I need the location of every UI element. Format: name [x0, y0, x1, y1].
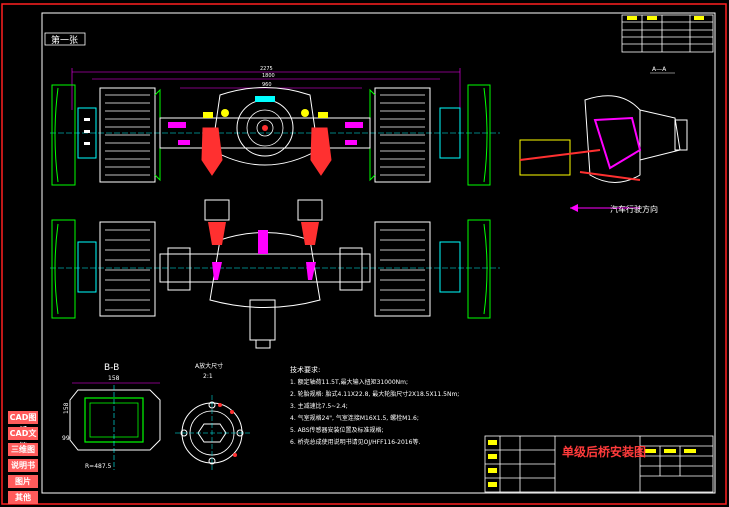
notes-item-3: 3. 主减速比7.5~2.4;	[290, 402, 348, 410]
title-block-marks	[488, 440, 696, 487]
notes-item-5: 5. ABS传感器安装位置及标准规格;	[290, 426, 384, 434]
bottom-axle-housing	[159, 199, 371, 349]
sidebar-button-cad-docs[interactable]: CAD文档	[8, 427, 38, 451]
section-bb-drawing	[69, 382, 161, 470]
tab-label: 第一张	[51, 34, 78, 46]
notes-item-2: 2. 轮胎规格: 胎式4.11X22.8, 最大轮胎尺寸2X18.5X11.5N…	[290, 390, 459, 398]
dim-center: 960	[262, 82, 272, 88]
title-block	[484, 435, 714, 493]
bottom-right-wheel	[374, 219, 491, 319]
section-label: B-B	[104, 363, 119, 373]
section-dim-left: 99	[62, 435, 70, 442]
notes-item-1: 1. 额定轴荷11.5T,最大输入扭矩31000Nm;	[290, 378, 408, 386]
side-view	[519, 72, 688, 212]
notes-item-6: 6. 桥壳总成使用说明书请见OJ/HFF116-2016等.	[290, 438, 420, 446]
section-dim-side: 158	[63, 402, 70, 414]
drawing-title: 单级后桥安装图	[562, 444, 646, 459]
direction-label: 汽车行驶方向	[610, 204, 658, 214]
view-label: A—A	[652, 66, 667, 73]
sidebar-button-3d[interactable]: 三维图	[8, 443, 38, 456]
sidebar-button-cad-drawings[interactable]: CAD图纸	[8, 411, 38, 435]
sidebar-button-images[interactable]: 图片	[8, 475, 38, 488]
sidebar-button-manual[interactable]: 说明书	[8, 459, 38, 472]
detail-label: A放大尺寸	[195, 362, 223, 370]
top-right-wheel	[369, 84, 491, 186]
top-left-wheel	[51, 84, 161, 186]
notes-item-4: 4. 气室规格24", 气室连接M16X1.5, 螺栓M1.6;	[290, 414, 419, 422]
bottom-left-wheel	[51, 219, 156, 319]
tab-frame	[44, 32, 86, 46]
notes-title: 技术要求:	[290, 365, 320, 374]
detail-a-drawing	[175, 395, 250, 472]
section-dim-bottom: R=487.5	[85, 463, 112, 470]
dim-total: 2275	[260, 66, 273, 72]
dim-inner: 1800	[262, 73, 275, 79]
top-right-table-marks	[627, 16, 704, 20]
top-right-table	[621, 14, 714, 53]
inner-frame	[41, 12, 716, 494]
detail-scale: 2:1	[203, 373, 213, 380]
dimension-lines-top	[71, 68, 461, 110]
section-dim-top: 158	[108, 375, 120, 382]
outer-frame	[1, 3, 727, 505]
top-axle-housing	[159, 87, 371, 176]
sidebar-button-other[interactable]: 其他	[8, 491, 38, 504]
